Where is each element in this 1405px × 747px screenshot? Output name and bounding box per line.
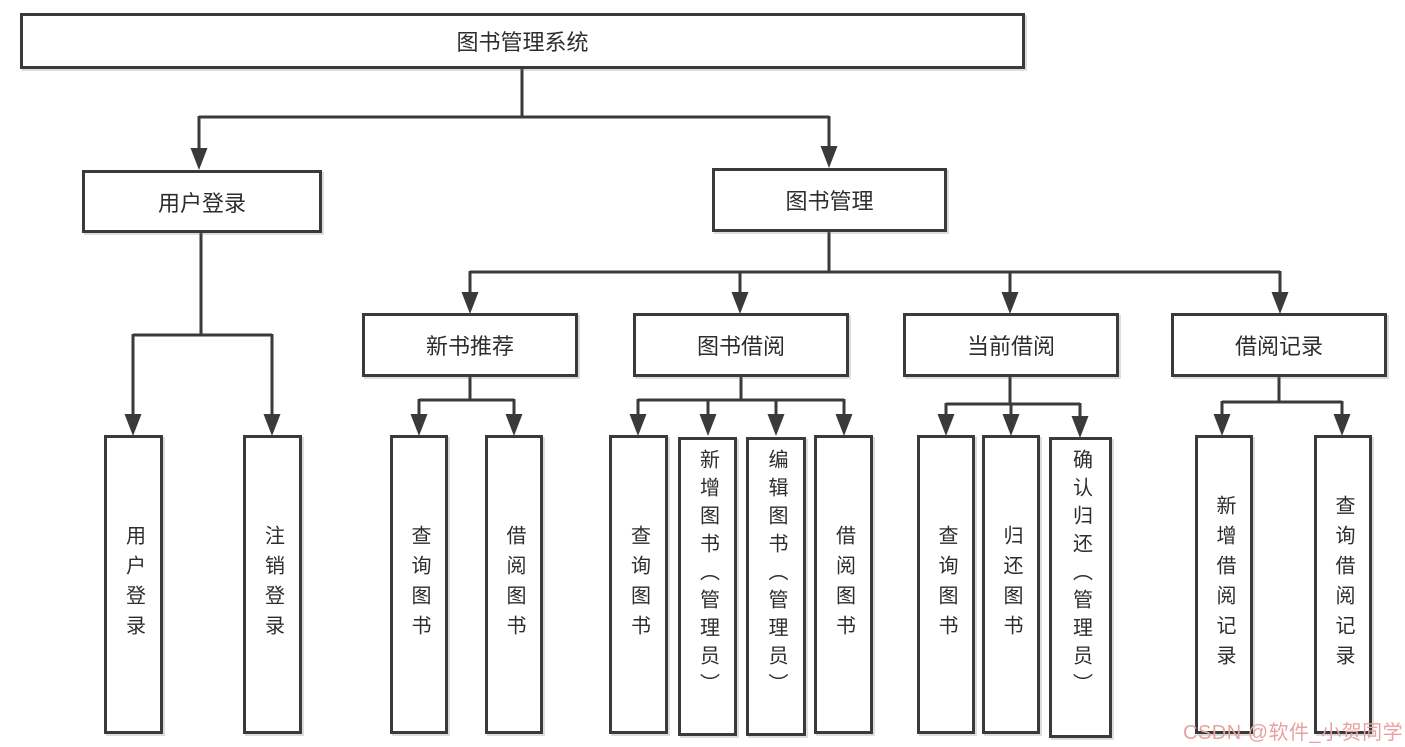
- leaf-user-login-label: 用户登录: [122, 524, 145, 645]
- leaf-logout: 注销登录: [243, 435, 302, 734]
- node-current-borrowing: 当前借阅: [903, 313, 1119, 377]
- leaf-query-borrow-record: 查询借阅记录: [1314, 435, 1372, 734]
- leaf-borrow-books-2-label: 借阅图书: [832, 524, 855, 645]
- leaf-query-books-3-label: 查询图书: [935, 524, 957, 645]
- leaf-borrow-books-1: 借阅图书: [485, 435, 543, 734]
- csdn-watermark: CSDN @软件_小贺同学: [1183, 722, 1404, 744]
- leaf-borrow-books-2: 借阅图书: [814, 435, 873, 734]
- leaf-confirm-return-admin-label: 确认归还（管理员）: [1069, 449, 1092, 701]
- node-new-book-recommendation: 新书推荐: [362, 313, 578, 377]
- node-book-borrowing: 图书借阅: [633, 313, 849, 377]
- node-library-management-system: 图书管理系统: [20, 13, 1025, 69]
- leaf-return-books: 归还图书: [982, 435, 1040, 734]
- leaf-logout-label: 注销登录: [261, 524, 284, 645]
- leaf-return-books-label: 归还图书: [1000, 524, 1022, 645]
- leaf-borrow-books-1-label: 借阅图书: [503, 524, 525, 645]
- leaf-confirm-return-admin: 确认归还（管理员）: [1049, 437, 1112, 738]
- arrowheads: [124, 146, 1351, 438]
- leaf-query-books-2: 查询图书: [609, 435, 668, 734]
- leaf-query-books-1: 查询图书: [390, 435, 448, 734]
- leaf-query-books-2-label: 查询图书: [627, 524, 650, 645]
- leaf-user-login: 用户登录: [104, 435, 163, 734]
- leaf-add-borrow-record-label: 新增借阅记录: [1213, 494, 1235, 675]
- leaf-add-books-admin: 新增图书（管理员）: [678, 437, 737, 736]
- leaf-add-books-admin-label: 新增图书（管理员）: [696, 449, 719, 701]
- leaf-query-books-3: 查询图书: [917, 435, 975, 734]
- leaf-add-borrow-record: 新增借阅记录: [1195, 435, 1253, 734]
- node-user-login: 用户登录: [82, 170, 322, 233]
- node-borrowing-records: 借阅记录: [1171, 313, 1387, 377]
- node-book-management: 图书管理: [712, 168, 947, 232]
- leaf-edit-books-admin-label: 编辑图书（管理员）: [765, 449, 787, 701]
- leaf-edit-books-admin: 编辑图书（管理员）: [746, 437, 806, 736]
- leaf-query-books-1-label: 查询图书: [408, 524, 430, 645]
- leaf-query-borrow-record-label: 查询借阅记录: [1332, 494, 1354, 675]
